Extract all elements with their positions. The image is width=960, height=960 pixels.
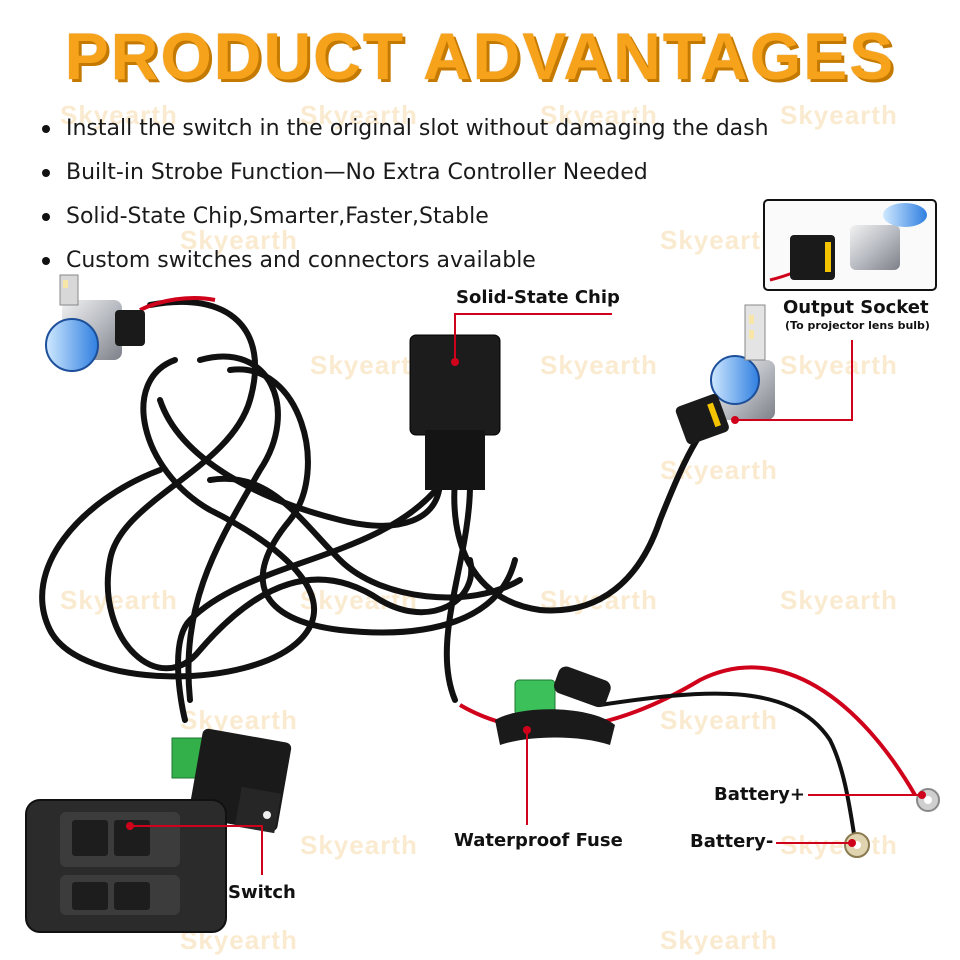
ring-terminal-icon: [844, 788, 940, 858]
watermark: Skyearth: [780, 830, 898, 860]
watermark: Skyearth: [180, 705, 298, 735]
dashboard-inset: [25, 799, 227, 933]
watermark: Skyearth: [660, 925, 778, 955]
watermark: Skyearth: [780, 100, 898, 130]
watermark: Skyearth: [60, 100, 178, 130]
fuse-holder-icon: [495, 666, 615, 745]
watermark: Skyearth: [310, 350, 428, 380]
led-bulb-icon: [675, 304, 775, 445]
battery-minus-label: Battery-: [690, 831, 774, 852]
advantages-list: Install the switch in the original slot …: [40, 112, 769, 288]
list-item: Solid-State Chip,Smarter,Faster,Stable: [40, 200, 769, 244]
led-bulb-icon: [45, 274, 145, 372]
watermark: Skyearth: [540, 350, 658, 380]
bullet-icon: [42, 169, 50, 177]
list-item: Built-in Strobe Function—No Extra Contro…: [40, 156, 769, 200]
watermark: Skyearth: [180, 225, 298, 255]
connector-inset: [763, 199, 937, 291]
list-item-text: Built-in Strobe Function—No Extra Contro…: [66, 160, 648, 185]
waterproof-fuse-label: Waterproof Fuse: [454, 830, 623, 851]
battery-plus-label: Battery+: [714, 784, 805, 805]
watermark: Skyearth: [780, 350, 898, 380]
watermark: Skyearth: [780, 585, 898, 615]
list-item: Custom switches and connectors available: [40, 244, 769, 288]
list-item-text: Custom switches and connectors available: [66, 248, 536, 273]
list-item-text: Solid-State Chip,Smarter,Faster,Stable: [66, 204, 489, 229]
output-socket-note: (To projector lens bulb): [785, 319, 930, 332]
chip-module-icon: [409, 334, 501, 490]
watermark: Skyearth: [300, 830, 418, 860]
output-socket-label: Output Socket: [783, 297, 929, 318]
bullet-icon: [42, 257, 50, 265]
list-item: Install the switch in the original slot …: [40, 112, 769, 156]
watermark: Skyearth: [660, 225, 778, 255]
switch-label: Switch: [228, 882, 296, 903]
watermark: Skyearth: [300, 100, 418, 130]
list-item-text: Install the switch in the original slot …: [66, 116, 769, 141]
watermark: Skyearth: [540, 100, 658, 130]
bullet-icon: [42, 213, 50, 221]
watermark: Skyearth: [660, 705, 778, 735]
watermark: Skyearth: [60, 585, 178, 615]
solid-state-chip-label: Solid-State Chip: [456, 287, 620, 308]
bullet-icon: [42, 125, 50, 133]
page-title: PRODUCT ADVANTAGES: [64, 19, 896, 93]
